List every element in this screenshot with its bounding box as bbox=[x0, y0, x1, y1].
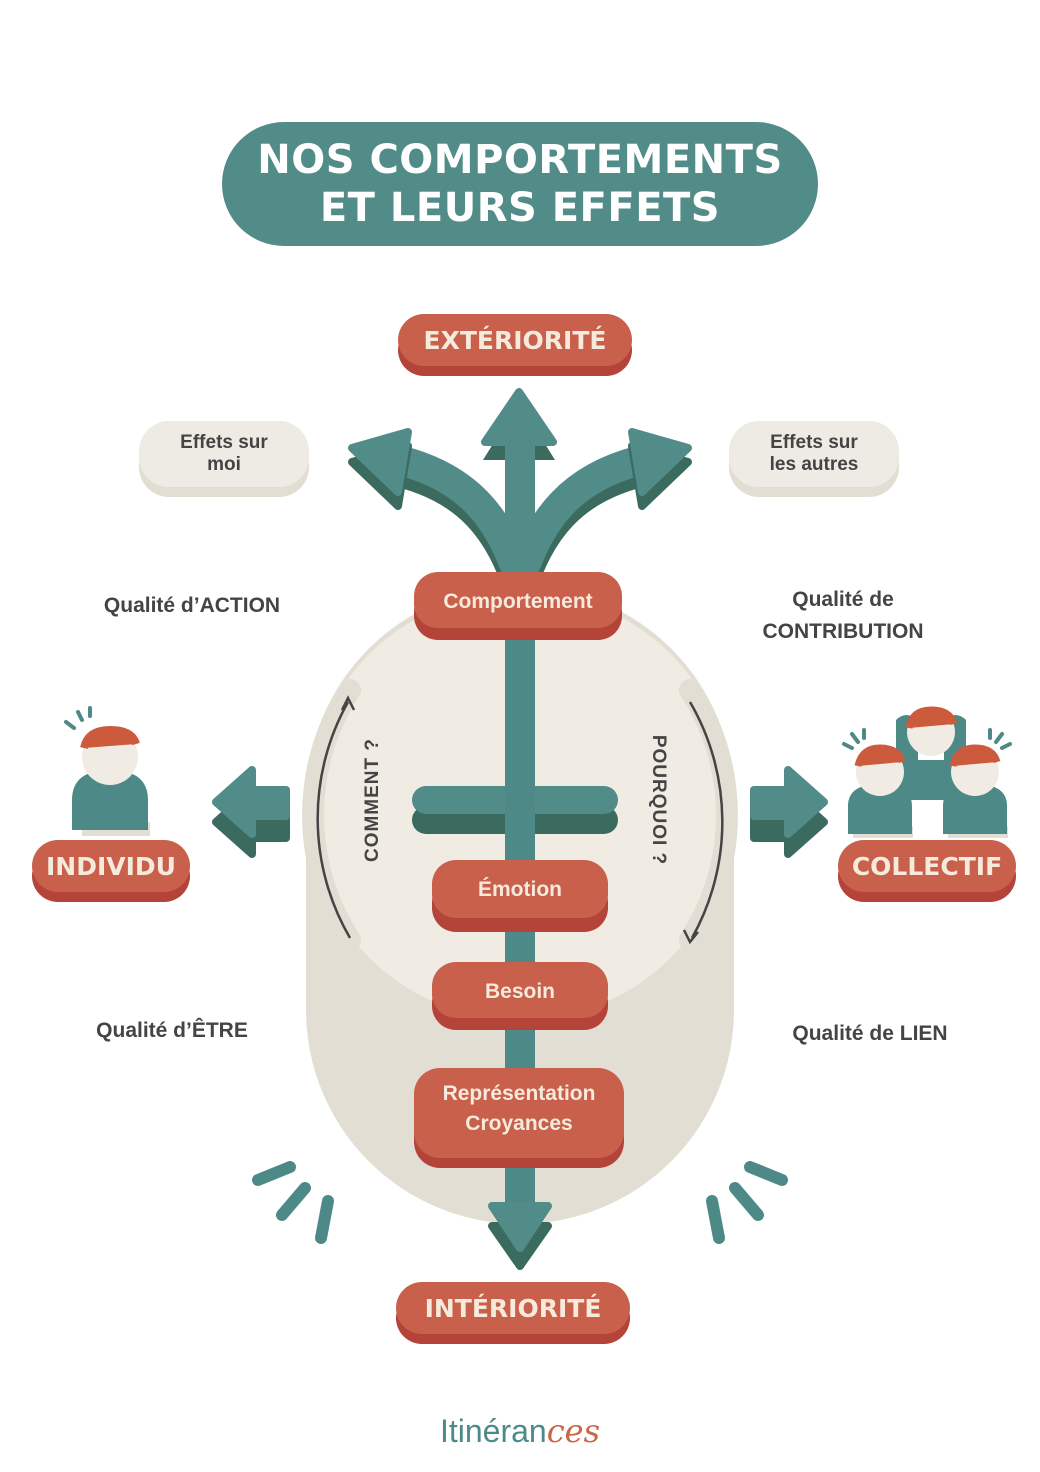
layer-need: Besoin bbox=[484, 980, 555, 1003]
pourquoi-arc-arrow bbox=[688, 701, 724, 939]
quality-action: Qualité d’ACTION bbox=[103, 594, 281, 617]
comment-arc-arrow bbox=[316, 701, 352, 939]
brand-logo-part-1: Itinéran bbox=[439, 1413, 547, 1449]
brand-logo-part-2: ces bbox=[546, 1412, 600, 1450]
rays-right-icon bbox=[706, 1161, 788, 1244]
pourquoi-question: POURQUOI ? bbox=[648, 734, 669, 866]
quality-contribution: Qualité de CONTRIBUTION bbox=[730, 584, 956, 648]
right-arrow-icon bbox=[750, 766, 828, 858]
layer-behavior: Comportement bbox=[443, 590, 593, 613]
cloud-emotion bbox=[432, 860, 608, 932]
left-arrow-icon bbox=[212, 766, 290, 858]
title-line-2: ET LEURS EFFETS bbox=[319, 185, 721, 231]
cloud-need bbox=[432, 962, 608, 1030]
interiority-label: INTÉRIORITÉ bbox=[396, 1282, 630, 1334]
collective-label: COLLECTIF bbox=[838, 840, 1016, 892]
comment-arc-track bbox=[302, 679, 361, 951]
cloud-beliefs bbox=[414, 1068, 624, 1168]
effects-on-others-line-2: les autres bbox=[769, 454, 859, 475]
quality-contribution-line-1: Qualité de bbox=[792, 588, 894, 611]
effects-on-me-line-2: moi bbox=[207, 454, 241, 475]
effects-on-others-line-1: Effets sur bbox=[770, 432, 858, 453]
layer-beliefs-line-2: Croyances bbox=[465, 1112, 573, 1135]
cloud-behavior bbox=[414, 572, 622, 640]
quality-being: Qualité d’ÊTRE bbox=[96, 1019, 248, 1042]
exteriority-arrows bbox=[348, 388, 692, 600]
title-line-1: NOS COMPORTEMENTS bbox=[257, 137, 783, 183]
effects-on-me-line-1: Effets sur bbox=[180, 432, 268, 453]
comment-arrowhead bbox=[340, 695, 356, 711]
quality-contribution-line-2: CONTRIBUTION bbox=[762, 620, 924, 643]
comment-question: COMMENT ? bbox=[362, 737, 383, 863]
rays-left-icon bbox=[252, 1161, 334, 1244]
layer-beliefs-line-1: Représentation bbox=[442, 1082, 596, 1105]
effects-on-others: Effets sur les autres bbox=[729, 421, 899, 487]
pourquoi-arrowhead bbox=[682, 929, 699, 945]
individual-figure-icon bbox=[64, 706, 150, 836]
quality-link: Qualité de LIEN bbox=[792, 1022, 948, 1045]
effects-on-me: Effets sur moi bbox=[139, 421, 309, 487]
layer-beliefs: Représentation Croyances bbox=[414, 1076, 624, 1142]
group-figure-icon bbox=[842, 706, 1012, 838]
brand-logo: Itinérances bbox=[0, 1412, 1040, 1450]
page-title: NOS COMPORTEMENTS ET LEURS EFFETS bbox=[222, 122, 818, 246]
exteriority-label: EXTÉRIORITÉ bbox=[398, 314, 632, 366]
interiority-arrow bbox=[488, 1202, 552, 1252]
individual-label: INDIVIDU bbox=[32, 840, 190, 892]
layer-emotion: Émotion bbox=[478, 878, 562, 901]
